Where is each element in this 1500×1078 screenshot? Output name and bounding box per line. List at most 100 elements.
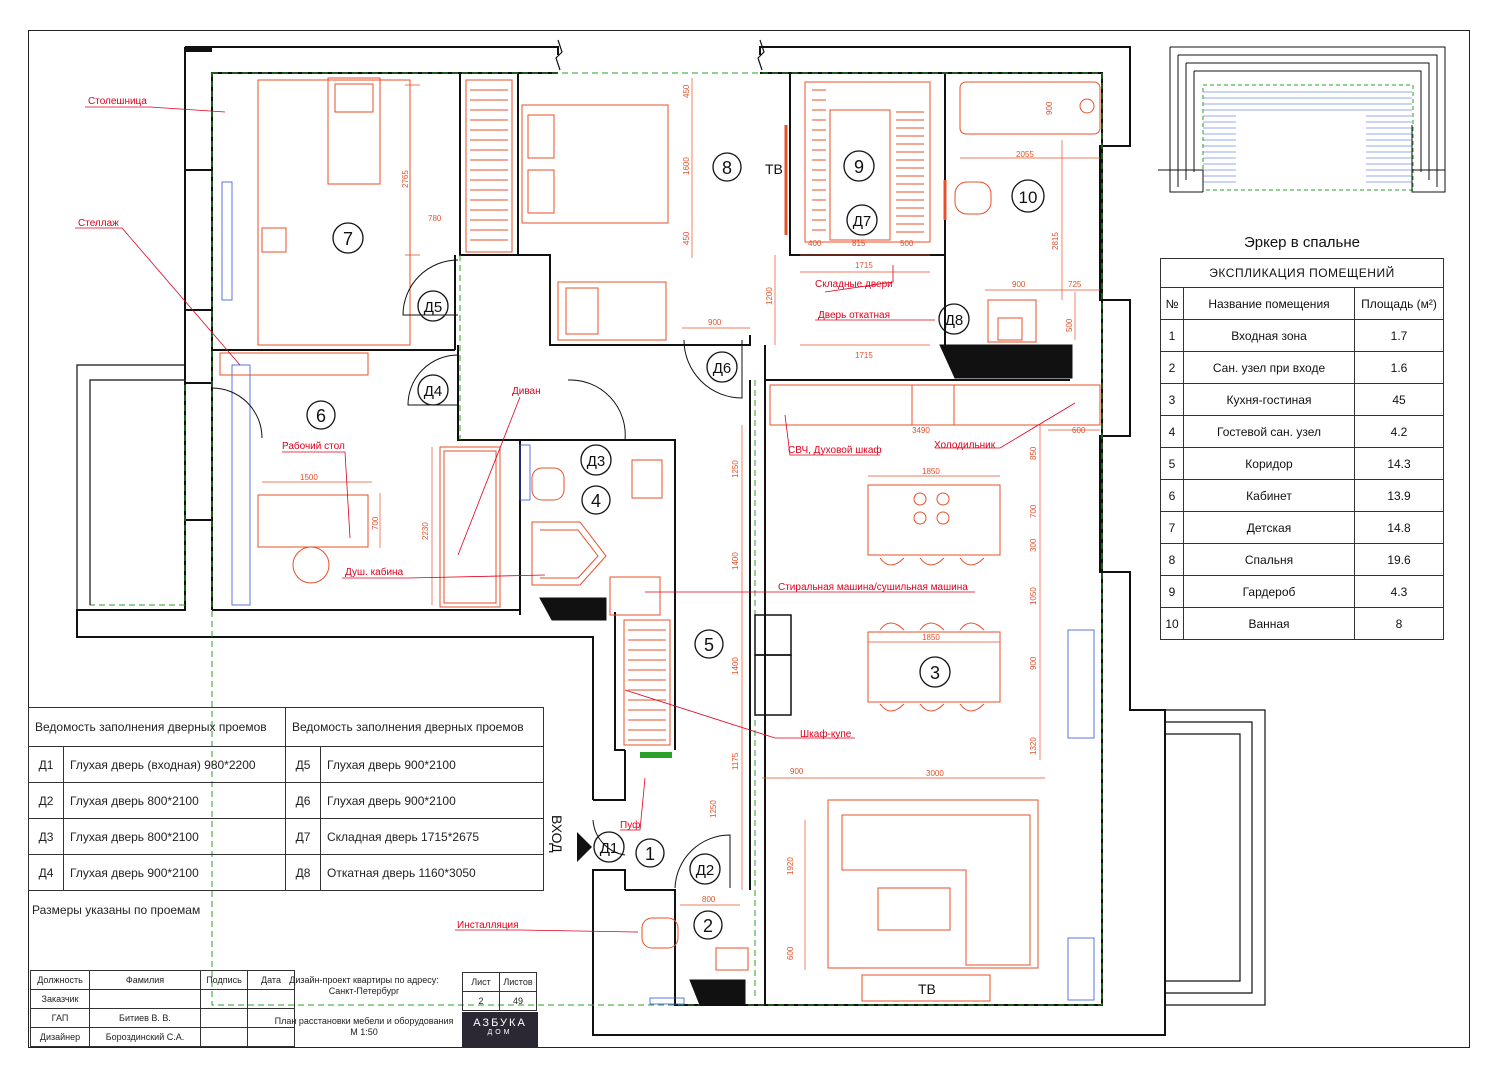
- label-wardrobe: Шкаф-купе: [800, 728, 852, 740]
- company-logo: АЗБУКА ДОМ: [462, 1012, 538, 1048]
- cell: Гостевой сан. узел: [1183, 415, 1355, 448]
- dim-text: 1850: [922, 633, 940, 642]
- door-tag-d2: Д2: [696, 862, 715, 879]
- entrance-arrow-icon: [577, 832, 592, 862]
- label-installation: Инсталляция: [457, 920, 519, 931]
- room-number-4: 4: [591, 491, 601, 511]
- cell: Глухая дверь 900*2100: [320, 746, 544, 783]
- cell: ГАП: [30, 1008, 90, 1028]
- door-tag-circle: [938, 303, 970, 335]
- dimension-lines: [262, 78, 1100, 970]
- dim-text: 300: [1029, 538, 1038, 552]
- furniture: [219, 77, 1101, 1002]
- label-pouf: Пуф: [620, 819, 640, 831]
- break-lines: [555, 39, 765, 71]
- cell: Сан. узел при входе: [1183, 351, 1355, 384]
- cell: Входная зона: [1183, 319, 1355, 352]
- bay-window-detail: [1158, 46, 1446, 193]
- label-washer-dryer: Стиральная машина/сушильная машина: [778, 582, 968, 593]
- room-number-8: 8: [722, 158, 732, 178]
- explication-caption: ЭКСПЛИКАЦИЯ ПОМЕЩЕНИЙ: [1160, 258, 1444, 288]
- cell: 4.2: [1354, 415, 1444, 448]
- cell: 45: [1354, 383, 1444, 416]
- balcony-right: [1165, 709, 1266, 1006]
- door-tag-d7: Д7: [853, 213, 872, 230]
- door-tag-circle: [689, 853, 721, 885]
- cell: Складная дверь 1715*2675: [320, 818, 544, 855]
- cell: 7: [1160, 511, 1184, 544]
- label-countertop: Столешница: [88, 96, 147, 107]
- dimensions-note: Размеры указаны по проемам: [32, 903, 201, 917]
- label-shelving: Стеллаж: [78, 218, 119, 229]
- dim-text: 2230: [421, 522, 430, 540]
- project-address: Дизайн-проект квартиры по адресу: Санкт-…: [266, 975, 462, 997]
- dim-text: 780: [428, 214, 442, 223]
- cell: Д7: [285, 818, 321, 855]
- room-number-9: 9: [854, 157, 864, 177]
- room-circle-10: [1011, 179, 1045, 213]
- cell: 3: [1160, 383, 1184, 416]
- cell: 14.8: [1354, 511, 1444, 544]
- appliances: [539, 344, 1073, 1006]
- dim-text: 1920: [786, 857, 795, 875]
- cell: 2: [1160, 351, 1184, 384]
- dim-text: 900: [790, 767, 804, 776]
- door-tag-d3: Д3: [587, 453, 606, 470]
- cell: 13.9: [1354, 479, 1444, 512]
- dim-text: 1400: [731, 552, 740, 570]
- label-fridge: Холодильник: [934, 440, 996, 451]
- dim-text: 1200: [765, 287, 774, 305]
- dim-text: 725: [1068, 280, 1082, 289]
- cell: Кухня-гостиная: [1183, 383, 1355, 416]
- cell: Глухая дверь (входная) 980*2200: [63, 746, 286, 783]
- door-tag-circle: [417, 290, 449, 322]
- logo-text-1: АЗБУКА: [473, 1017, 527, 1029]
- dim-text: 900: [1029, 656, 1038, 670]
- cell: Коридор: [1183, 447, 1355, 480]
- door-tag-circle: [846, 204, 878, 236]
- room-circle-8: [712, 152, 742, 182]
- dim-text: 1400: [731, 657, 740, 675]
- tb-col: Подпись: [200, 970, 248, 990]
- door-tag-d1: Д1: [600, 840, 619, 857]
- cell: Д3: [28, 818, 64, 855]
- room-circle-6: [306, 400, 336, 430]
- label-folding-doors: Складные двери: [815, 279, 893, 290]
- room-number-circles: [306, 150, 1045, 940]
- label-microwave-oven: СВЧ, Духовой шкаф: [788, 444, 882, 456]
- cell: 4.3: [1354, 575, 1444, 608]
- sheet-frame: [28, 30, 1470, 1048]
- explication-header-number: №: [1160, 287, 1184, 320]
- room-circle-2: [693, 910, 723, 940]
- dim-text: 600: [786, 946, 795, 960]
- dim-text: 1715: [855, 351, 873, 360]
- rooms-explication-table: ЭКСПЛИКАЦИЯ ПОМЕЩЕНИЙ № Название помещен…: [1160, 258, 1444, 640]
- label-desk: Рабочий стол: [282, 440, 345, 452]
- cell: 5: [1160, 447, 1184, 480]
- dim-text: 700: [371, 516, 380, 530]
- cell: [200, 989, 248, 1009]
- label-shower: Душ. кабина: [345, 566, 404, 578]
- cell: Кабинет: [1183, 479, 1355, 512]
- dim-text: 1500: [300, 473, 318, 482]
- title-block: Должность Фамилия Подпись Дата Заказчик …: [30, 970, 295, 1047]
- dim-text: 2815: [1051, 232, 1060, 250]
- cell: 10: [1160, 607, 1184, 640]
- dim-text: 500: [900, 239, 914, 248]
- balcony-left: [76, 364, 185, 610]
- cell: Глухая дверь 900*2100: [320, 782, 544, 819]
- sheets-label: Листов: [499, 972, 537, 992]
- cell: Д2: [28, 782, 64, 819]
- dim-text: 2055: [1016, 150, 1034, 159]
- cell: Глухая дверь 900*2100: [63, 854, 286, 891]
- sheet-label: Лист: [462, 972, 500, 992]
